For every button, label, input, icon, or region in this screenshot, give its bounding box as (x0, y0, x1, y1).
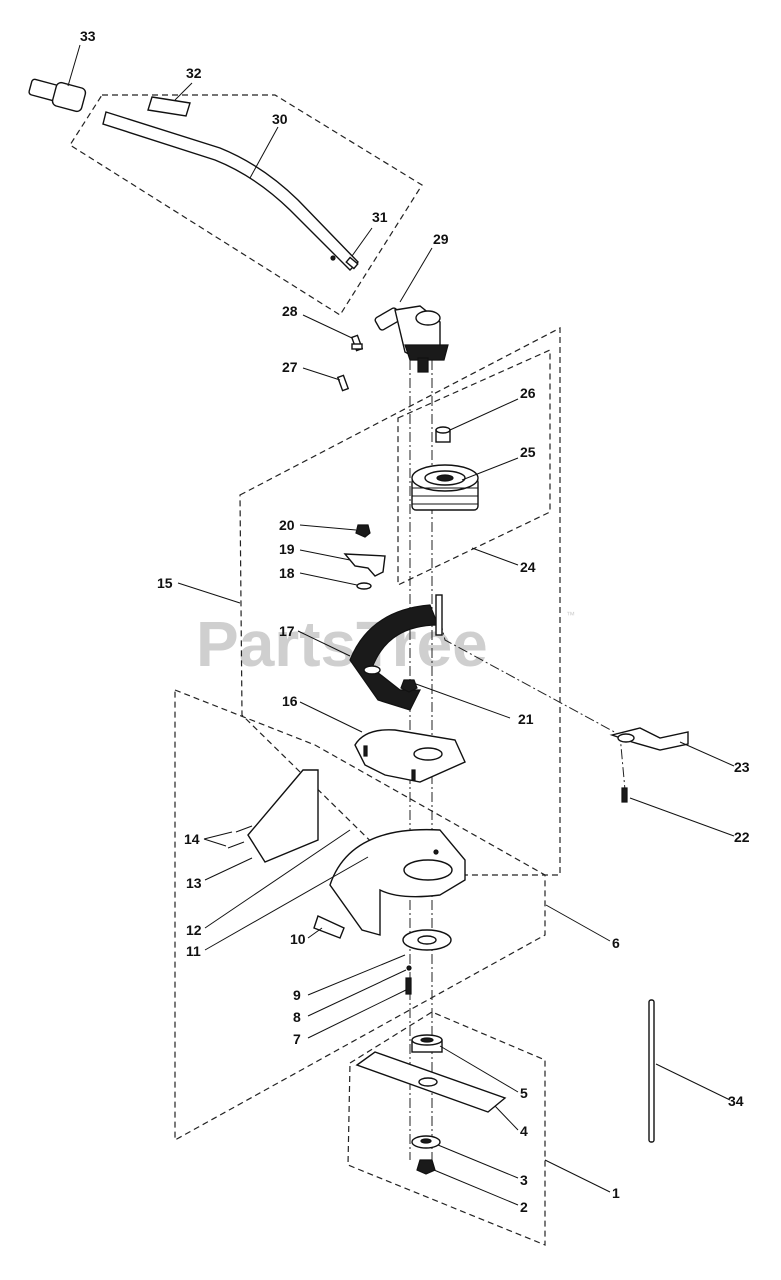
callout-2: 2 (520, 1199, 528, 1215)
hex-nut-part-21 (400, 679, 418, 693)
spacer-part (435, 426, 451, 443)
decal-part-10 (313, 915, 345, 939)
watermark-text: PartsTree (196, 608, 488, 680)
shaft-group-outline (69, 94, 423, 316)
callout-3: 3 (520, 1172, 528, 1188)
handle-grip-part (28, 78, 87, 113)
callout-32: 32 (186, 65, 202, 81)
callout-22: 22 (734, 829, 750, 845)
washer-part-18 (356, 582, 372, 590)
blade-group-outline-1 (347, 1011, 546, 1246)
callout-7: 7 (293, 1031, 301, 1047)
callout-6: 6 (612, 935, 620, 951)
callout-26: 26 (520, 385, 536, 401)
callout-27: 27 (282, 359, 298, 375)
group-outlines (69, 94, 561, 1246)
callout-9: 9 (293, 987, 301, 1003)
callout-28: 28 (282, 303, 298, 319)
callout-17: 17 (279, 623, 295, 639)
washer-part-9 (402, 929, 452, 951)
main-guard-part (329, 828, 466, 936)
shield-plate-part (354, 729, 466, 783)
hex-nut-part-2 (416, 1159, 436, 1175)
callout-13: 13 (186, 875, 202, 891)
guard-group-outline-15 (239, 327, 561, 876)
screw-part-27 (336, 374, 350, 392)
spool-group-outline-24 (397, 349, 551, 586)
callout-11: 11 (186, 943, 201, 959)
callout-19: 19 (279, 541, 295, 557)
callout-25: 25 (520, 444, 536, 460)
callout-34: 34 (728, 1093, 744, 1109)
washer-part-3 (411, 1135, 441, 1149)
callout-15: 15 (157, 575, 173, 591)
bracket-axis (439, 619, 626, 791)
mount-bracket-part (609, 727, 689, 751)
shield-group-outline-6 (174, 689, 546, 1142)
screw-part-28 (350, 334, 364, 352)
callout-18: 18 (279, 565, 295, 581)
callout-labels: 33 32 30 31 29 28 27 26 25 20 19 18 24 1… (80, 28, 750, 1215)
callout-21: 21 (518, 711, 534, 727)
callout-8: 8 (293, 1009, 301, 1025)
knob-nut-part (355, 524, 371, 538)
screw-part-22 (621, 787, 628, 803)
spool-part (411, 464, 479, 511)
shaft-part (102, 111, 359, 271)
callout-12: 12 (186, 922, 202, 938)
callout-33: 33 (80, 28, 96, 44)
callout-14: 14 (184, 831, 200, 847)
callout-5: 5 (520, 1085, 528, 1101)
leader-lines (67, 44, 735, 1206)
gear-head-part (374, 305, 449, 373)
callout-29: 29 (433, 231, 449, 247)
callout-31: 31 (372, 209, 388, 225)
callout-4: 4 (520, 1123, 528, 1139)
callout-16: 16 (282, 693, 298, 709)
callout-20: 20 (279, 517, 295, 533)
callout-10: 10 (290, 931, 306, 947)
cutter-plate-part (247, 769, 319, 863)
screw-part-8 (406, 965, 412, 971)
rod-part (648, 999, 655, 1143)
screws-part-14 (227, 825, 253, 849)
label-decal-part (147, 96, 191, 117)
guard-bracket-part (349, 594, 443, 711)
screw-part-7 (405, 977, 412, 995)
hub-part (411, 1034, 443, 1053)
callout-30: 30 (272, 111, 288, 127)
shaft-pin-part (330, 255, 359, 270)
callout-24: 24 (520, 559, 536, 575)
callout-1: 1 (612, 1185, 620, 1201)
wing-knob-part (343, 553, 386, 577)
watermark-trademark: ™ (566, 610, 575, 620)
blade-part (355, 1051, 507, 1113)
callout-23: 23 (734, 759, 750, 775)
